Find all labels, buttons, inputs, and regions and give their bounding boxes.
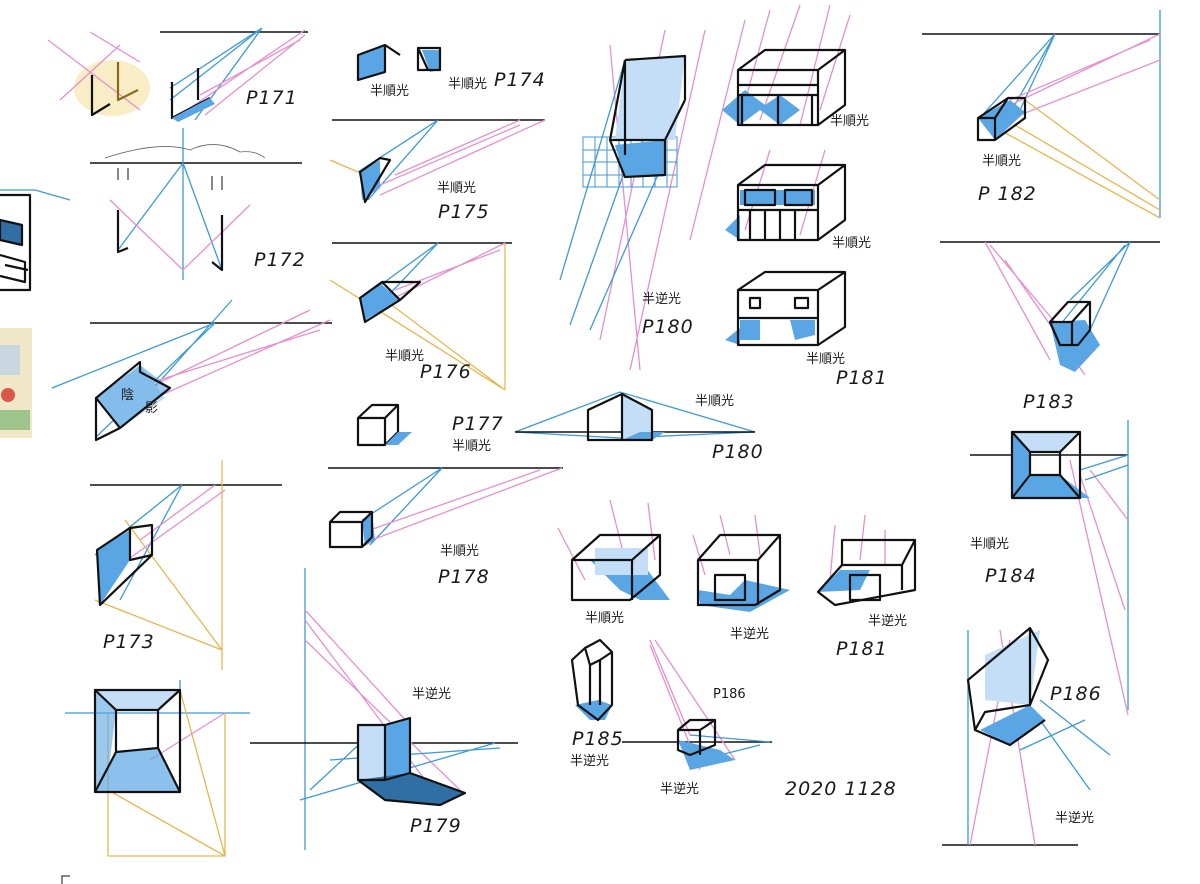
scan-corner-mark (61, 875, 70, 884)
sheet-date: 2020 1128 (785, 778, 897, 800)
label-p181a: P181 (836, 367, 888, 389)
label-p178: P178 (438, 566, 490, 588)
label-p177: P177 (452, 413, 504, 435)
label-p184-light: 半順光 (970, 537, 1009, 552)
label-p180a: P180 (642, 316, 694, 338)
label-p182-light: 半順光 (982, 154, 1021, 169)
label-p176: P176 (420, 361, 472, 383)
label-p184: P184 (985, 565, 1037, 587)
label-p172: P172 (254, 249, 306, 271)
exercise-p173: P173 (90, 460, 282, 670)
label-p174-light: 半順光 (370, 84, 409, 99)
label-p175-light: 半順光 (437, 181, 476, 196)
exercise-p182: 半順光 P 182 (922, 10, 1161, 219)
exercise-p184: 半順光 P184 (970, 420, 1129, 716)
label-p174-light-2: 半順光 (448, 77, 487, 92)
label-p171: P171 (246, 87, 298, 109)
label-p183: P183 (1023, 391, 1075, 413)
exercise-p181-buildings: 半順光 半順光 半順光 P181 (722, 4, 888, 389)
label-p176-light: 半順光 (385, 349, 424, 364)
exercise-p183: P183 (940, 241, 1160, 413)
exercise-frame (65, 680, 250, 857)
exercise-p180-horizon: 半順光 P180 (514, 391, 764, 463)
exercise-p172: P172 (90, 128, 306, 280)
label-p175: P175 (438, 201, 490, 223)
label-p181b: P181 (836, 638, 888, 660)
exercise-p174: 半順光 半順光 P174 (356, 43, 546, 99)
exercise-p176: 半順光 P176 (329, 242, 512, 391)
label-p185: P185 (572, 728, 624, 750)
label-yin: 陰 (121, 388, 134, 403)
partial-color-illustration (0, 328, 32, 438)
exercise-p179: 半逆光 P179 (250, 568, 518, 850)
label-box1-light: 半順光 (585, 611, 624, 626)
label-box3-light: 半逆光 (868, 613, 907, 629)
exercise-p171: P171 (47, 27, 308, 122)
label-p180b: P180 (712, 441, 764, 463)
exercise-p180-grid: 半逆光 P180 (559, 19, 746, 371)
label-p182: P 182 (978, 183, 1037, 205)
label-b2-light: 半順光 (832, 236, 871, 251)
label-b3-light: 半順光 (806, 352, 845, 367)
exercise-p177: P177 半順光 (356, 403, 504, 454)
label-p186-small: P186 (713, 687, 746, 702)
label-p180-horizon-light: 半順光 (695, 394, 734, 409)
label-b1-light: 半順光 (830, 114, 869, 129)
label-p186-large-light: 半逆光 (1055, 810, 1094, 826)
label-ying: 影 (145, 401, 158, 416)
exercise-p186-large: P186 半逆光 (942, 626, 1111, 846)
label-p179-light: 半逆光 (412, 686, 451, 702)
label-p177-light: 半順光 (452, 439, 491, 454)
label-p179: P179 (410, 815, 462, 837)
label-p178-light: 半順光 (440, 544, 479, 559)
exercise-p186-small: P186 半逆光 (622, 639, 772, 797)
label-box2-light: 半逆光 (730, 626, 769, 642)
label-p185-light: 半逆光 (570, 753, 609, 769)
exercise-p178: 半順光 P178 (328, 467, 563, 588)
label-p186-small-light: 半逆光 (660, 781, 699, 797)
exercise-p175: 半順光 P175 (329, 119, 546, 223)
label-p180-light: 半逆光 (642, 291, 681, 307)
label-p174: P174 (494, 69, 546, 91)
exercise-shadow-planes: 陰 影 (51, 299, 332, 442)
label-p173: P173 (103, 631, 155, 653)
partial-room-sketch (0, 189, 71, 292)
exercise-p181-boxes: 半順光 半逆光 半逆光 P181 (557, 499, 917, 660)
label-p186-large: P186 (1050, 683, 1102, 705)
exercise-p185: P185 半逆光 (570, 638, 624, 769)
